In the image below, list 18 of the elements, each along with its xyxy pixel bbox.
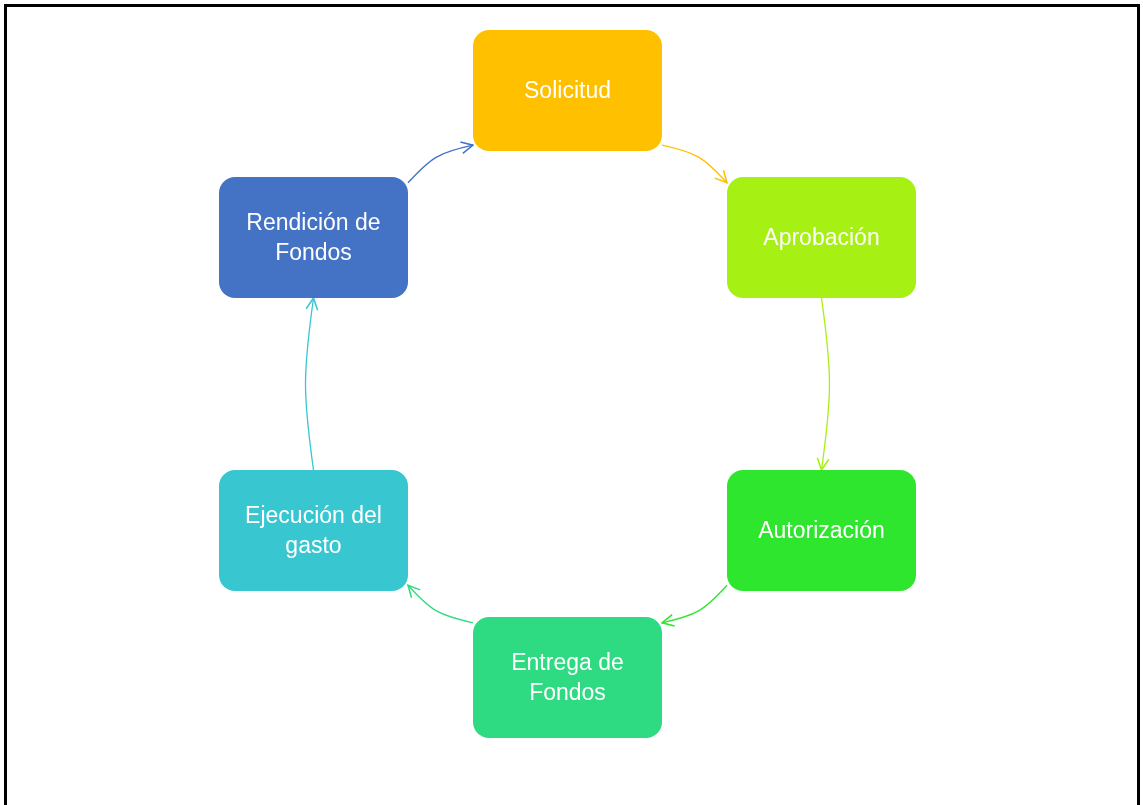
node-label: Autorización [758, 515, 885, 545]
process-box [727, 470, 916, 591]
node-label: Solicitud [524, 75, 611, 105]
arrow [407, 141, 474, 184]
process-box [473, 30, 662, 151]
process-box [219, 470, 408, 591]
node-label: Ejecución del gasto [244, 500, 383, 560]
arrow [661, 584, 728, 627]
arrow [661, 144, 728, 184]
process-box [473, 617, 662, 738]
node-label: Rendición de Fondos [245, 207, 382, 267]
arrow [816, 297, 831, 471]
node-label: Entrega de Fondos [510, 647, 625, 707]
node-label: Aprobación [763, 222, 880, 252]
process-box [727, 177, 916, 298]
arrow [304, 297, 319, 471]
arrow [407, 584, 474, 624]
process-box [219, 177, 408, 298]
